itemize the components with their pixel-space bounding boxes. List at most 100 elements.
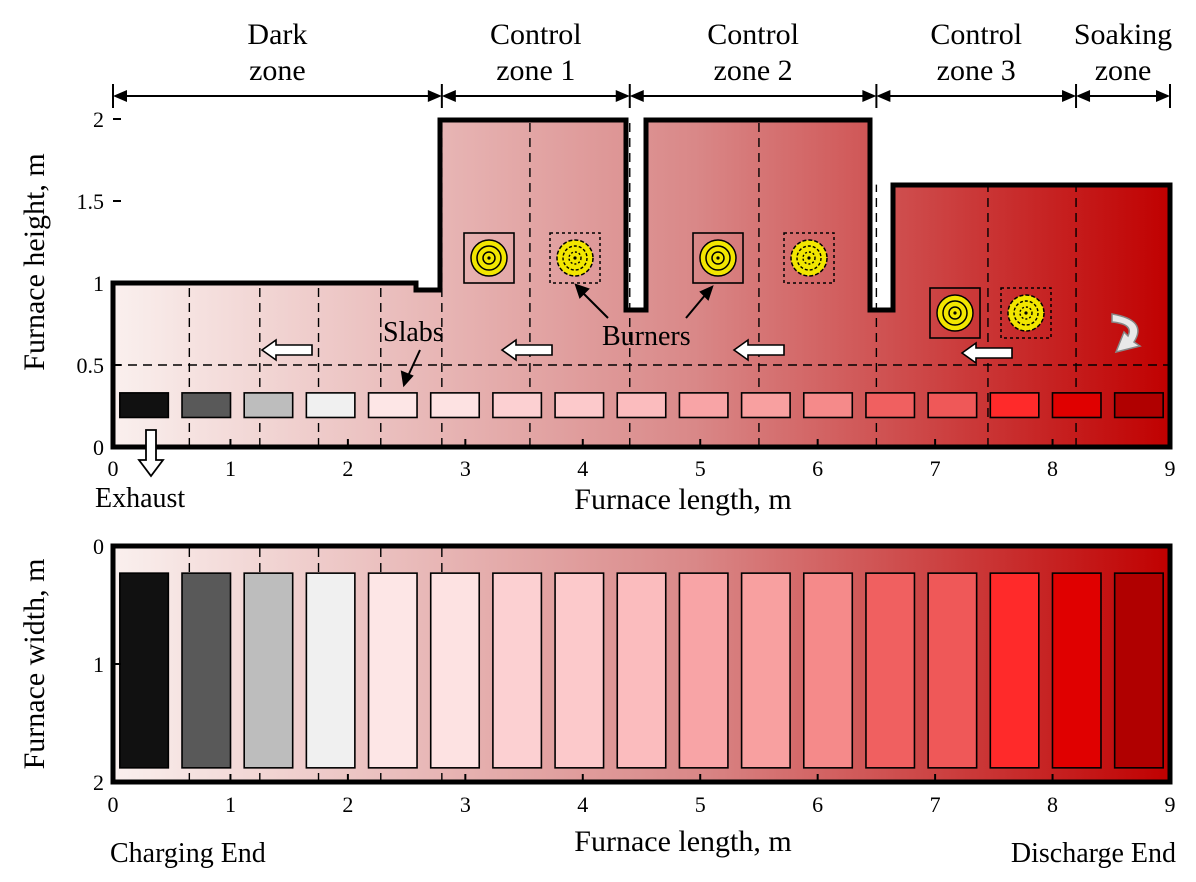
recirculation-arrow-icon (1111, 313, 1142, 354)
x-tick-label: 4 (577, 456, 588, 481)
burner-icon (549, 232, 601, 284)
y-tick-label: 1 (93, 652, 104, 677)
slab (305, 572, 356, 769)
slab (678, 392, 729, 419)
zone-label: zone (249, 54, 306, 87)
x-tick-label: 8 (1047, 456, 1058, 481)
x-tick-label: 9 (1165, 456, 1176, 481)
burner-icon (783, 232, 835, 284)
slab (367, 572, 418, 769)
slab (616, 392, 667, 419)
x-tick-label: 1 (225, 456, 236, 481)
flow-arrows (260, 338, 1013, 365)
top-slabs (119, 572, 1164, 769)
x-tick-label: 3 (460, 456, 471, 481)
slab (492, 572, 543, 769)
slab (1051, 572, 1102, 769)
slab (181, 572, 232, 769)
x-tick-label: 6 (812, 792, 823, 817)
y-tick-label: 2 (93, 770, 104, 795)
zone-label: Control (930, 18, 1022, 51)
arrow-left-icon (441, 90, 456, 102)
side-y-ticks: 00.511.52 (77, 107, 121, 460)
zone-label: Dark (247, 18, 307, 51)
slab (1113, 572, 1164, 769)
zone-label: zone 3 (937, 54, 1016, 87)
slab (740, 392, 791, 419)
side-y-axis-title: Furnace height, m (18, 153, 51, 370)
x-tick-label: 9 (1165, 792, 1176, 817)
x-tick-label: 1 (225, 792, 236, 817)
zone-label: zone 1 (496, 54, 575, 87)
top-y-ticks: 0 1 2 (93, 534, 121, 795)
slab (865, 572, 916, 769)
slab (243, 572, 294, 769)
slab (1113, 392, 1164, 419)
slab (678, 572, 729, 769)
slab (181, 392, 232, 419)
slabs-pointer (400, 349, 421, 388)
exhaust-arrow-icon (137, 429, 165, 478)
x-tick-label: 3 (460, 792, 471, 817)
arrow-right-icon (1062, 90, 1077, 102)
slab (554, 392, 605, 419)
slab (1051, 392, 1102, 419)
x-tick-label: 7 (930, 792, 941, 817)
zone-label: Control (490, 18, 582, 51)
slab (802, 572, 854, 769)
slab (740, 572, 791, 769)
x-tick-label: 4 (577, 792, 588, 817)
y-tick-label: 0 (93, 435, 104, 460)
slab (429, 392, 481, 419)
y-tick-label: 1 (93, 271, 104, 296)
zone-label: Control (707, 18, 799, 51)
slab (989, 392, 1040, 419)
zone-label: zone (1095, 54, 1152, 87)
y-tick-label: 2 (93, 107, 104, 132)
top-x-axis-title: Furnace length, m (574, 825, 791, 858)
arrow-right-icon (1156, 90, 1170, 102)
burner-icon (1000, 287, 1052, 339)
zone-label: Soaking (1074, 18, 1172, 51)
slab (927, 572, 978, 769)
slab (865, 392, 916, 419)
slabs-label: Slabs (383, 317, 444, 348)
burner-icon (463, 232, 515, 284)
x-tick-label: 8 (1047, 792, 1058, 817)
slab (554, 572, 605, 769)
slab (927, 392, 978, 419)
discharge-end-label: Discharge End (1011, 838, 1176, 869)
burners-label: Burners (602, 321, 691, 352)
x-tick-label: 7 (930, 456, 941, 481)
side-slabs (119, 392, 1164, 419)
slab (802, 392, 854, 419)
x-tick-label: 5 (695, 792, 706, 817)
slab (119, 572, 170, 769)
side-gridlines (113, 119, 1170, 447)
y-tick-label: 0 (93, 534, 104, 559)
arrow-left-icon (113, 90, 127, 102)
x-tick-label: 0 (108, 456, 119, 481)
flow-arrow (500, 338, 553, 362)
x-tick-label: 0 (108, 792, 119, 817)
x-tick-label: 6 (812, 456, 823, 481)
slab (492, 392, 543, 419)
slab (305, 392, 356, 419)
top-view: 0 1 2 3 4 5 6 7 8 9 0 1 2 Furnace length, m Furnace… (18, 534, 1176, 869)
arrow-left-icon (1076, 90, 1091, 102)
exhaust-label: Exhaust (95, 483, 185, 514)
y-tick-label: 1.5 (77, 189, 105, 214)
slab (989, 572, 1040, 769)
top-y-axis-title: Furnace width, m (18, 559, 51, 770)
flow-arrow (732, 338, 785, 362)
x-tick-label: 2 (342, 456, 353, 481)
arrow-left-icon (629, 90, 644, 102)
burner-icon (929, 287, 981, 339)
charging-end-label: Charging End (110, 838, 266, 869)
flow-arrow (960, 341, 1013, 365)
